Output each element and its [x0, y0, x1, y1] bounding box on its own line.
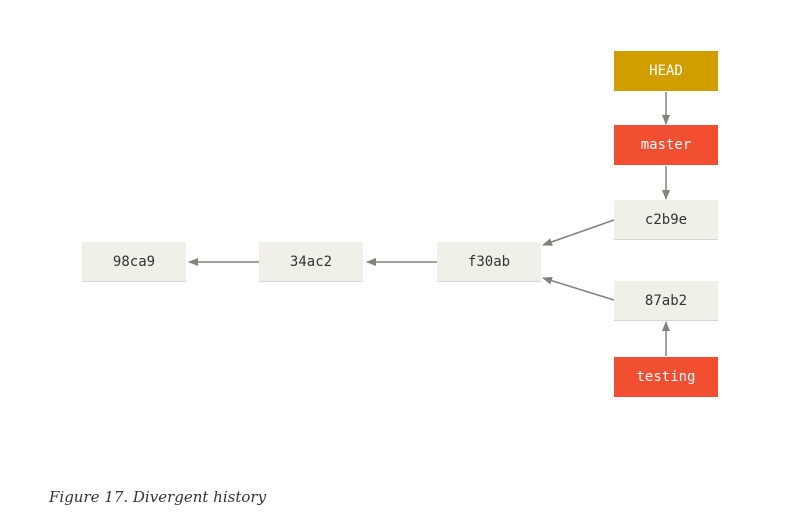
- commit-node-98ca9: 98ca9: [82, 242, 186, 282]
- arrow-c2b9e-to-f30ab: [542, 219, 615, 246]
- commit-node-f30ab: f30ab: [437, 242, 541, 282]
- head-pointer: HEAD: [614, 51, 718, 91]
- branch-master: master: [614, 125, 718, 165]
- arrow-87ab2-to-f30ab: [542, 276, 615, 301]
- figure-caption: Figure 17. Divergent history: [49, 488, 267, 506]
- git-history-diagram: 98ca9 34ac2 f30ab c2b9e 87ab2 HEAD maste…: [82, 51, 718, 397]
- commit-node-c2b9e: c2b9e: [614, 200, 718, 240]
- commit-node-87ab2: 87ab2: [614, 281, 718, 321]
- arrows-layer: [188, 92, 670, 356]
- commit-node-34ac2: 34ac2: [259, 242, 363, 282]
- branch-testing: testing: [614, 357, 718, 397]
